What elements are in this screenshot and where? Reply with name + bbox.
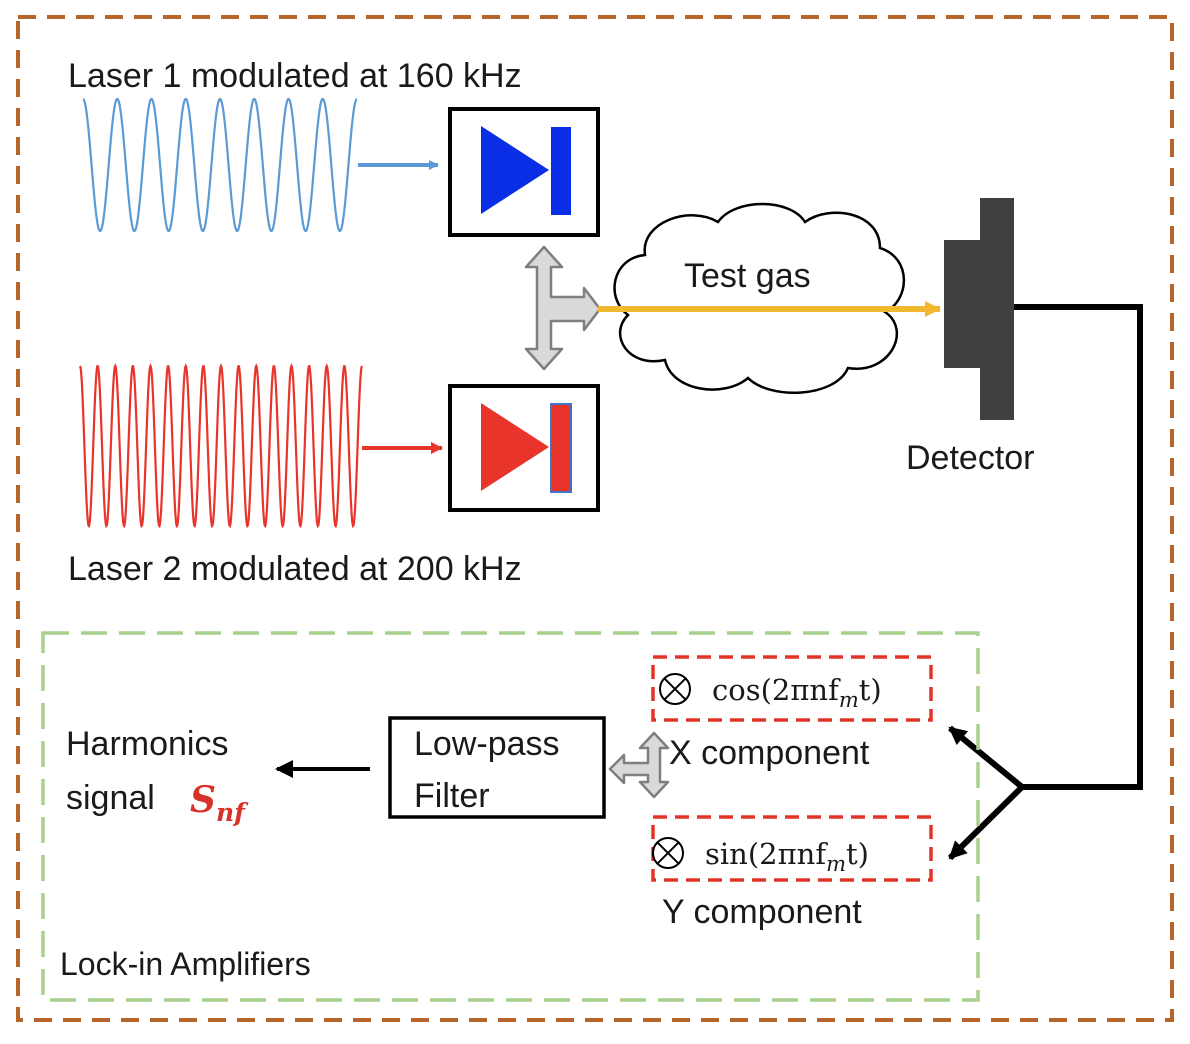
filter-label-line1: Low-pass (414, 725, 560, 763)
detector-label: Detector (906, 439, 1035, 477)
detector-icon (944, 198, 1014, 420)
laser2-diode-bar (550, 403, 572, 493)
multiply-icon (659, 673, 691, 705)
filter-label-line2: Filter (414, 777, 490, 815)
lockin-frame (41, 631, 980, 1002)
sin-reference-formula: sin(2πnfmt) (705, 837, 869, 876)
cos-reference-formula: cos(2πnfmt) (712, 673, 882, 712)
laser2-diode (448, 384, 600, 512)
output-label-line2: signal (66, 779, 155, 817)
laser2-waveform (78, 363, 364, 529)
test-gas-label: Test gas (684, 257, 811, 295)
laser1-diode (448, 107, 600, 237)
laser1-label: Laser 1 modulated at 160 kHz (68, 57, 522, 95)
combine-icon (608, 731, 670, 799)
beam-combiner-icon (524, 245, 602, 371)
signal-to-cos-arrow (948, 725, 1024, 790)
laser1-diode-triangle (481, 126, 549, 214)
signal-to-sin-arrow (947, 784, 1025, 861)
multiply-icon (652, 837, 684, 869)
laser1-diode-bar (551, 127, 571, 215)
outer-frame (16, 15, 1174, 1022)
output-symbol: Snf (190, 779, 249, 827)
laser2-diode-triangle (481, 403, 549, 491)
laser1-waveform (82, 97, 358, 233)
x-component-label: X component (669, 734, 870, 772)
test-gas-cloud (613, 202, 906, 394)
laser2-label: Laser 2 modulated at 200 kHz (68, 550, 522, 588)
y-component-label: Y component (662, 893, 862, 931)
output-label-line1: Harmonics (66, 725, 228, 763)
lockin-title: Lock-in Amplifiers (60, 946, 311, 982)
low-pass-filter-box (388, 716, 606, 819)
detector-signal-line (1014, 304, 1143, 790)
cos-reference-box (651, 655, 933, 722)
